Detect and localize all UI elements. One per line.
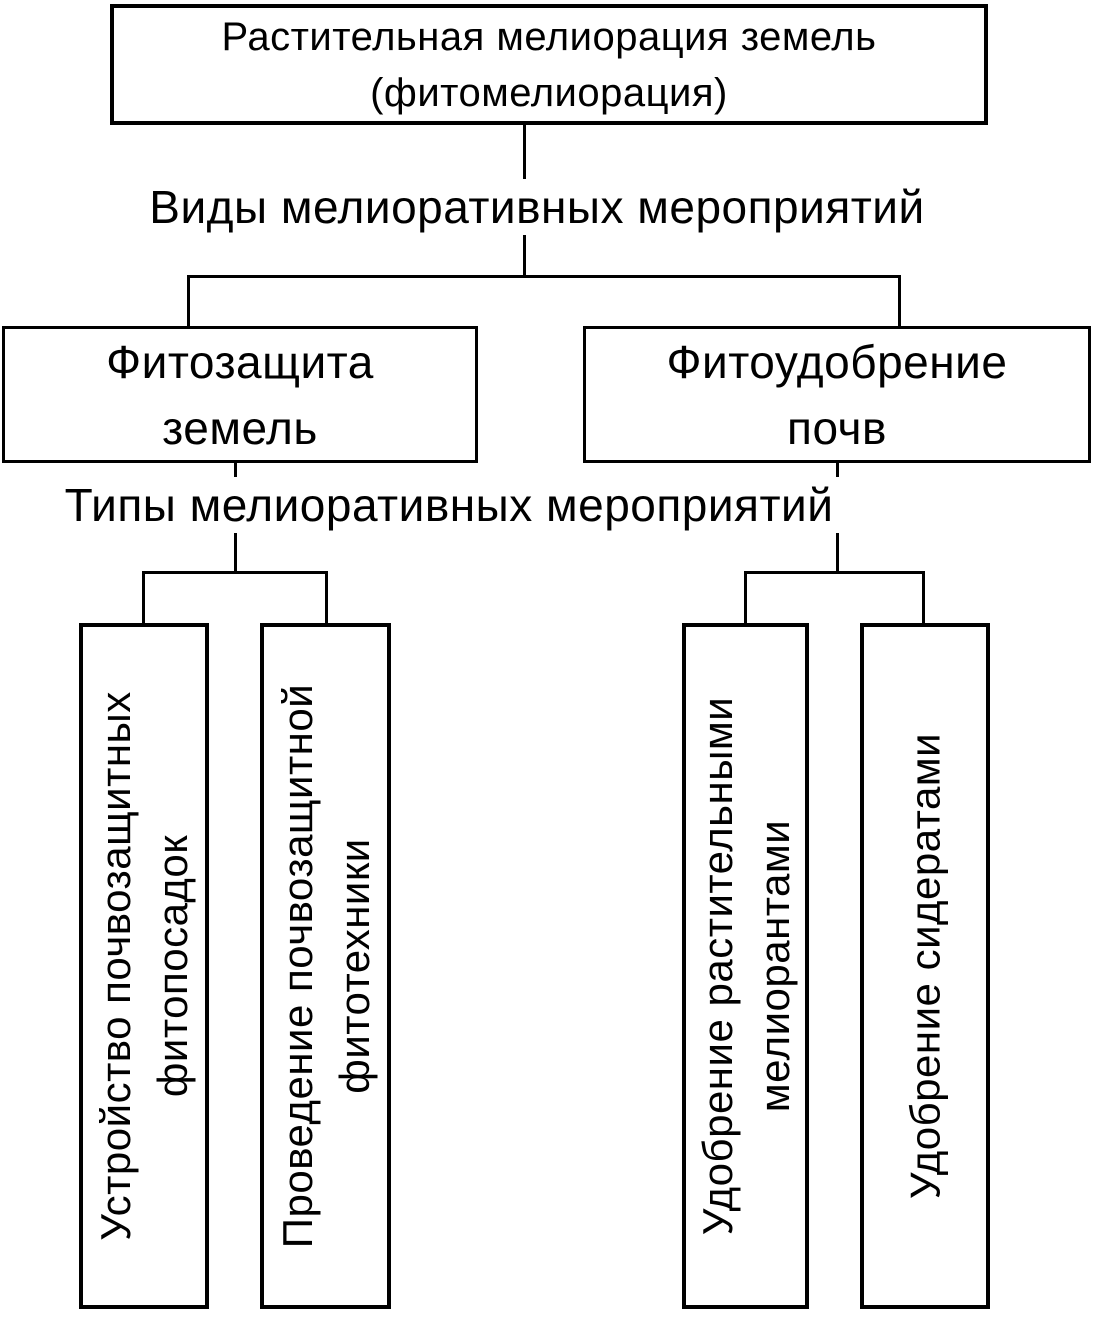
root-box-line1: Растительная мелиорация земель (221, 14, 877, 59)
connector-level1-elbow (187, 275, 901, 326)
connector-right-elbow (744, 571, 925, 623)
type-box-phytotechnics: Проведение почвозащитной фитотехники (260, 623, 391, 1309)
type-box-siderates-line1: Удобрение сидератами (901, 732, 949, 1200)
type-box-meliorants-line1: Удобрение растительными (693, 696, 741, 1236)
branch-phytofertilization-line2: почв (787, 401, 887, 454)
type-box-meliorants-text: Удобрение растительными мелиорантами (689, 636, 803, 1296)
type-box-phytotechnics-text: Проведение почвозащитной фитотехники (269, 636, 383, 1296)
root-box: Растительная мелиорация земель (фитомели… (110, 4, 988, 125)
type-box-meliorants: Удобрение растительными мелиорантами (682, 623, 809, 1309)
level1-label: Виды мелиоративных мероприятий (139, 179, 935, 235)
branch-phytoprotection-line1: Фитозащита (106, 335, 374, 388)
type-box-phytotechnics-line1: Проведение почвозащитной (273, 683, 321, 1249)
type-box-siderates-text: Удобрение сидератами (897, 636, 954, 1296)
type-box-planting-text: Устройство почвозащитных фитопосадок (87, 636, 201, 1296)
type-box-planting-line1: Устройство почвозащитных (92, 691, 139, 1241)
type-box-siderates: Удобрение сидератами (860, 623, 990, 1309)
type-box-meliorants-line2: мелиорантами (750, 819, 798, 1113)
root-box-line2: (фитомелиорация) (370, 70, 728, 115)
type-box-phytotechnics-line2: фитотехники (330, 838, 378, 1094)
branch-phytofertilization-line1: Фитоудобрение (666, 335, 1008, 388)
type-box-planting: Устройство почвозащитных фитопосадок (79, 623, 209, 1309)
branch-box-phytoprotection: Фитозащита земель (2, 326, 478, 463)
connector-left-elbow (142, 571, 328, 623)
branch-phytoprotection-line2: земель (162, 401, 318, 454)
branch-box-phytofertilization: Фитоудобрение почв (583, 326, 1091, 463)
level2-label: Типы мелиоративных мероприятий (54, 477, 844, 533)
type-box-planting-line2: фитопосадок (149, 834, 196, 1098)
